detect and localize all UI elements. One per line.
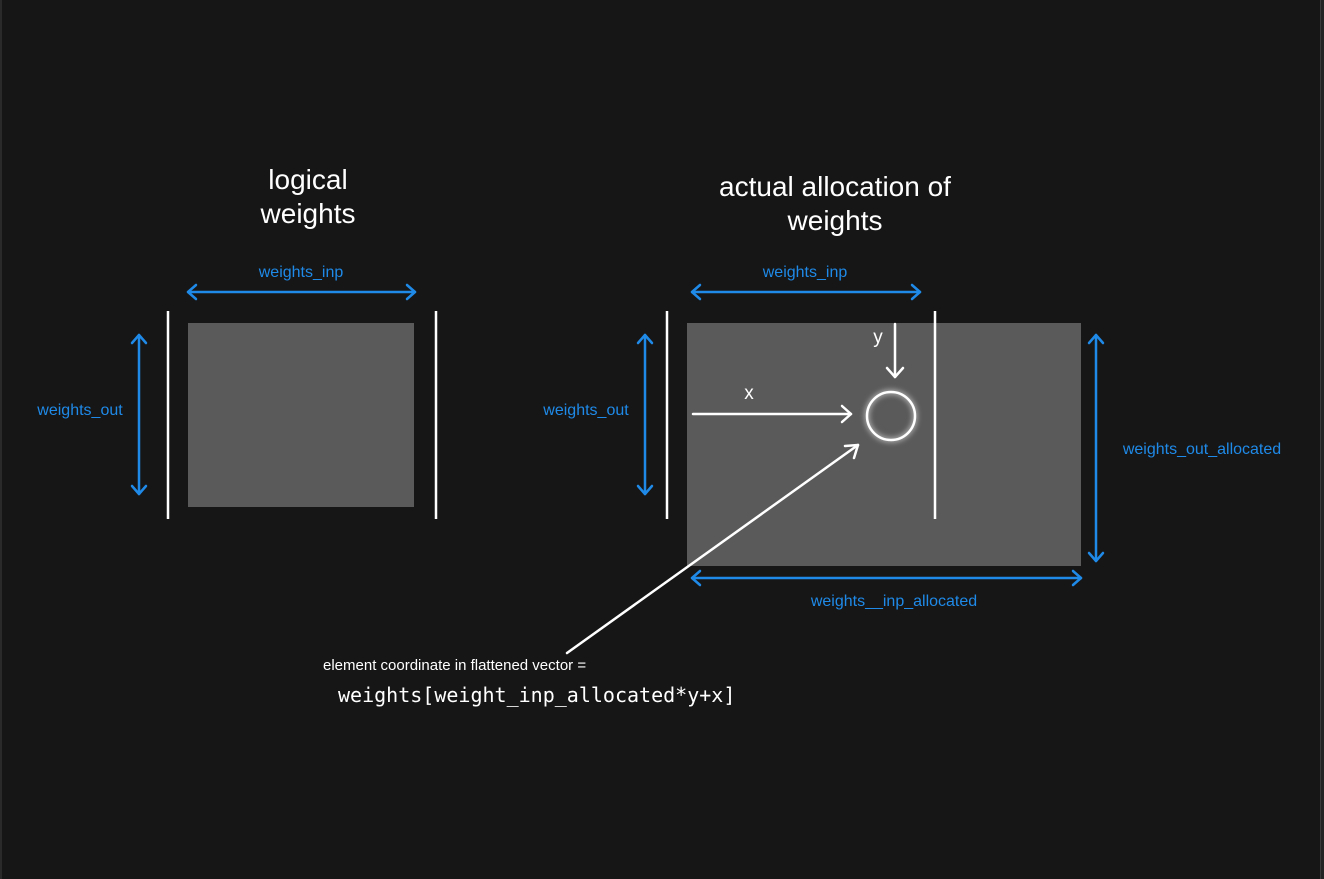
logical-title-line2: weights — [260, 198, 356, 229]
caption-pointer-arrow — [565, 443, 860, 655]
allocated-full-width-arrow — [690, 569, 1083, 587]
y-coordinate-label: y — [873, 327, 883, 348]
x-coordinate-arrow — [691, 404, 853, 424]
allocated-title-line2: weights — [787, 205, 883, 236]
allocated-height-label: weights_out — [542, 402, 629, 419]
logical-title-line1: logical — [268, 164, 347, 195]
allocated-weights-diagram: actual allocation of weights weights_inp… — [542, 171, 1281, 655]
logical-weights-diagram: logical weights weights_inp weights_out — [36, 164, 438, 519]
target-element-circle — [865, 390, 917, 442]
y-coordinate-arrow — [885, 322, 905, 379]
logical-width-label: weights_inp — [258, 264, 344, 281]
allocated-full-height-label: weights_out_allocated — [1122, 441, 1281, 458]
x-coordinate-label: x — [744, 383, 754, 404]
logical-weights-matrix — [188, 323, 414, 507]
canvas-right-edge — [1320, 0, 1324, 879]
logical-width-arrow — [186, 283, 417, 301]
coordinate-caption: element coordinate in flattened vector =… — [323, 657, 735, 707]
logical-height-label: weights_out — [36, 402, 123, 419]
allocated-width-arrow — [690, 283, 922, 301]
canvas-left-edge — [0, 0, 2, 879]
allocated-height-arrow — [636, 333, 654, 496]
allocated-full-width-label: weights__inp_allocated — [810, 593, 977, 610]
allocated-title-line1: actual allocation of — [719, 171, 951, 202]
allocated-width-label: weights_inp — [762, 264, 848, 281]
logical-height-arrow — [130, 333, 148, 496]
caption-formula: weights[weight_inp_allocated*y+x] — [338, 683, 735, 707]
caption-text: element coordinate in flattened vector = — [323, 657, 586, 674]
allocated-weights-matrix — [687, 323, 1081, 566]
allocated-full-height-arrow — [1087, 333, 1105, 563]
